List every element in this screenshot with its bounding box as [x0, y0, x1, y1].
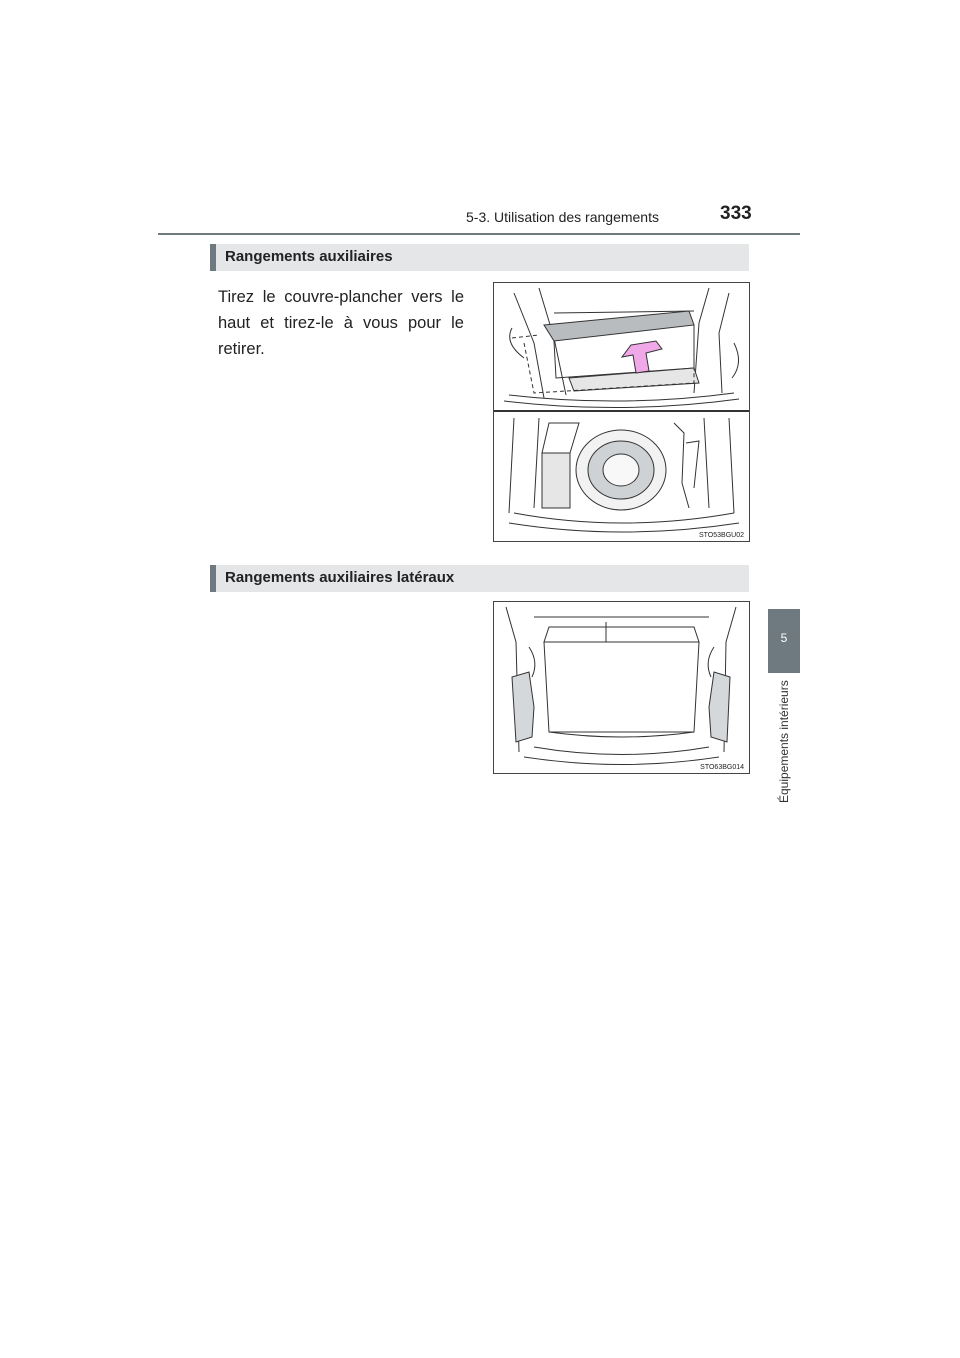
section-heading-text: Rangements auxiliaires latéraux: [225, 569, 455, 586]
section-heading-text: Rangements auxiliaires: [225, 248, 393, 265]
pull-arrow-icon: [620, 340, 663, 374]
chapter-tab-number: 5: [780, 631, 788, 645]
illustration-side-storage: STO63BG014: [493, 601, 750, 774]
chapter-tab[interactable]: 5: [768, 609, 800, 673]
section-heading-side-auxiliary-storage: Rangements auxiliaires latéraux: [210, 565, 749, 592]
trunk-floor-cover-drawing: [494, 287, 749, 533]
section-heading-auxiliary-storage: Rangements auxiliaires: [210, 244, 749, 271]
side-storage-drawing: [505, 606, 737, 765]
figure-code: STO53BGU02: [697, 532, 745, 539]
instruction-paragraph: Tirez le couvre-plancher vers le haut et…: [218, 288, 464, 358]
figure-code: STO63BG014: [699, 764, 745, 771]
header-rule: [158, 233, 800, 235]
chapter-tab-label: Équipements intérieurs: [777, 680, 791, 803]
illustration-trunk-floor-cover: STO53BGU02: [493, 282, 750, 542]
section-title: 5-3. Utilisation des rangements: [466, 209, 659, 225]
page-number: 333: [720, 203, 752, 224]
